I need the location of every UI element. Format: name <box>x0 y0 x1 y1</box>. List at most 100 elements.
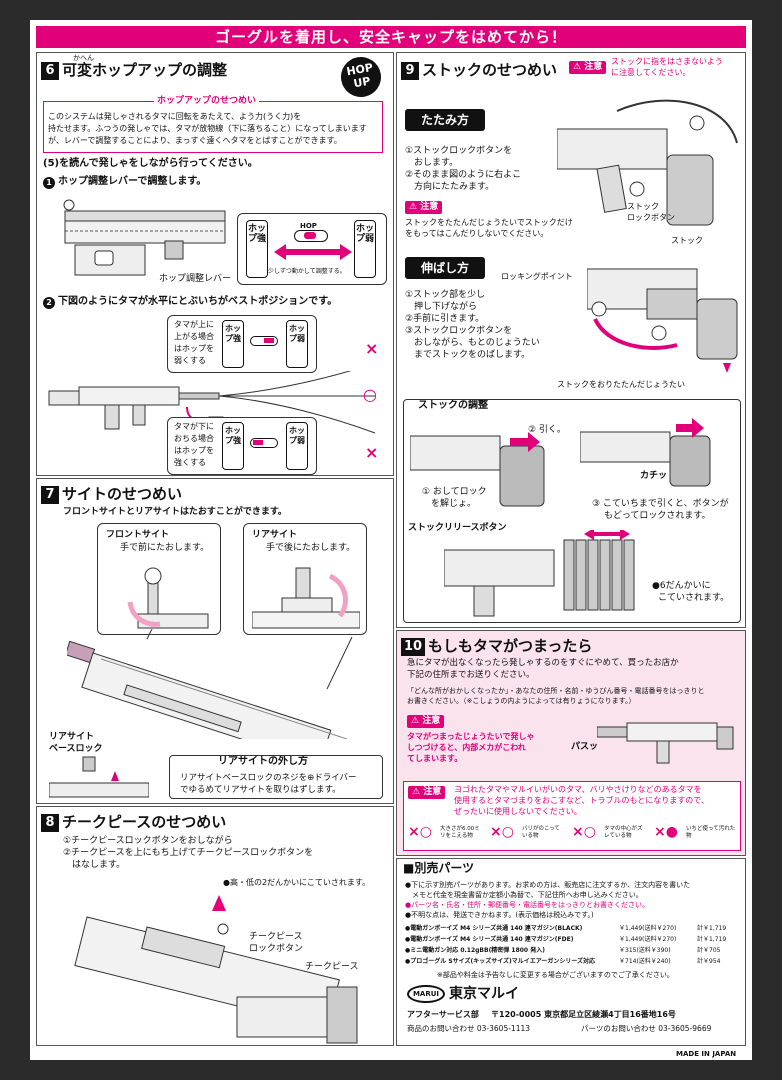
removal-title: リアサイトの外し方 <box>214 756 312 769</box>
section-number: 9 <box>401 61 419 80</box>
made-in-japan: MADE IN JAPAN <box>676 1050 737 1058</box>
section-number: 7 <box>41 485 59 504</box>
down-note-1: タマが下に <box>174 422 214 431</box>
down-lever-icon <box>250 438 278 448</box>
bad-x-4: ×● <box>654 824 678 840</box>
hop-tag: HOP <box>300 222 317 230</box>
up-weak-label: ホップ弱 <box>286 320 308 368</box>
section-title-text: 可変ホップアップの調整 <box>62 61 228 79</box>
rifle-trajectory-illustration <box>48 371 376 434</box>
marui-logo: MARUI <box>407 985 445 1003</box>
part-2-total: 計￥1,719 <box>697 936 727 943</box>
fold-caution-badge: ⚠ 注意 <box>405 201 443 214</box>
six-steps-1: ●6だんかいに <box>652 581 711 591</box>
fold-heading: たたみ方 <box>405 109 485 131</box>
front-sight-instruction: 手で前にたおします。 <box>120 543 210 553</box>
six-position-stock-illustration <box>444 530 635 617</box>
rear-base-label-2: ベースロック <box>49 744 103 754</box>
parts-line-3: ●パーツ名・氏名・住所・郵便番号・電話番号をはっきりとお書きください。 <box>405 901 649 909</box>
section-title-text: ストックのせつめい <box>422 61 558 79</box>
adjust-push-1: ① おしてロック <box>422 487 487 497</box>
extend-line-5: おしながら、もとのじょうたい <box>405 338 540 348</box>
part-4-price: ￥714(送料￥240) <box>619 958 671 965</box>
company-dept: アフターサービス部 <box>407 1010 479 1019</box>
hop-up-explanation-box: ホップアップのせつめい このシステムは発しゃされるタマに回転をあたえて、よう力(… <box>43 95 383 153</box>
part-1-total: 計￥1,719 <box>697 925 727 932</box>
rifle-sights-illustration <box>67 629 353 739</box>
extend-stock-illustration <box>587 268 738 373</box>
adjust-pull: ② 引く。 <box>528 425 566 435</box>
fold-caution-line-2: をもってはこんだりしないでください。 <box>405 229 549 238</box>
cheek-line-3: はなします。 <box>63 860 126 870</box>
adjust-title: ストックの調整 <box>414 400 492 413</box>
company-phone-parts: パーツのお問い合わせ 03-3605-9669 <box>581 1024 712 1033</box>
cheek-piece-illustration <box>74 895 358 1044</box>
extend-bottom-label: ストックをおりたたんだじょうたい <box>557 380 685 389</box>
bb-caution-badge: ⚠ 注意 <box>408 786 446 799</box>
front-sight-illustration <box>127 567 209 629</box>
step-1-text: ホップ調整レバーで調整します。 <box>58 176 207 187</box>
bb-warn-1: ヨゴれたタマやマルイいがいのタマ、バリやさけりなどのあるタマを <box>454 785 702 794</box>
jam-caution-badge: ⚠ 注意 <box>407 715 445 728</box>
release-button-label: ストックリリースボタン <box>408 523 507 533</box>
adjust-lock-2: もどってロックされます。 <box>604 511 711 521</box>
step-2-text: 下図のようにタマが水平にとぶいちがベストポジションです。 <box>58 296 338 307</box>
part-2-name: ●電動ガンボーイズ M4 シリーズ共通 140 連マガジン(FDE) <box>405 936 574 943</box>
up-lever-icon <box>250 336 278 346</box>
rear-sight-callout: リアサイト 手で後にたおします。 <box>243 523 367 635</box>
part-3-name: ●ミニ電動ガン対応 0.12gBB(精密弾 1800 発入) <box>405 947 545 954</box>
cheek-label-btn-1: チークピース <box>249 932 303 942</box>
section-number: 6 <box>41 61 59 80</box>
adjust-step-1-illustration <box>410 432 545 507</box>
double-arrow-icon <box>274 244 352 260</box>
explanation-line-1: このシステムは発しゃされるタマに回転をあたえて、よう力(うく力)を <box>48 112 302 121</box>
fold-stock-illustration <box>557 99 738 226</box>
jam-caution-3: てしまいます。 <box>407 754 463 763</box>
bad-bb-3: タマの中心がズレている物 <box>604 826 643 839</box>
front-sight-title: フロントサイト <box>106 530 170 540</box>
hop-lever-label: ホップ調整レバー <box>159 274 232 284</box>
mark-o-middle: ○ <box>363 385 377 404</box>
down-weak-label: ホップ弱 <box>286 422 308 470</box>
bad-x-1: ×○ <box>408 824 432 840</box>
sights-subtitle: フロントサイトとリアサイトはたおすことができます。 <box>63 507 287 517</box>
down-strong-label: ホップ強 <box>222 422 244 470</box>
parts-line-1: ●下に示す別売パーツがあります。お求めの方は、販売店に注文するか、注文内容を書い… <box>405 881 691 889</box>
section-title-text: もしもタマがつまったら <box>428 637 593 655</box>
up-note-3: はホップを <box>174 344 214 353</box>
bad-x-2: ×○ <box>490 824 514 840</box>
jam-note-1: 「どんな所がおかしくなったか」・あなたの住所・名前・ゆうびん番号・電話番号をはっ… <box>407 687 705 695</box>
jam-caution-1: タマがつまったじょうたいで発しゃ <box>407 732 535 741</box>
parts-line-2: メモと代金を現金書留か定額小為替で、下記住所へお申し込みください。 <box>405 891 643 899</box>
part-3-total: 計￥705 <box>697 947 721 954</box>
cheek-note: ●高・低の2だんかいにこていされます。 <box>223 878 371 887</box>
section-number: 8 <box>41 813 59 832</box>
down-note-4: 強くする <box>174 458 206 467</box>
part-1-name: ●電動ガンボーイズ M4 シリーズ共通 140 連マガジン(BLACK) <box>405 925 583 932</box>
rear-base-lock-illustration <box>49 756 149 798</box>
hop-note: (5)を読んで発しゃをしながら行ってください。 <box>43 158 258 169</box>
hop-down-case-box: タマが下に おちる場合 はホップを 強くする ホップ強 ホップ弱 <box>167 417 317 475</box>
explanation-title: ホップアップのせつめい <box>154 95 260 107</box>
extend-heading: 伸ばし方 <box>405 257 485 279</box>
company-phone-products: 商品のお問い合わせ 03-3605-1113 <box>407 1024 531 1033</box>
bb-warn-2: 使用するとタマづまりをおこすなど、トラブルのもとになりますので、 <box>454 796 709 805</box>
locking-point-label: ロッキングポイント <box>501 272 573 281</box>
hop-up-badge: HOP UP <box>337 53 385 101</box>
stock-adjust-box: ストックの調整 ② 引く。 ① おしてロック を解じょ。 ストックリリースボタン… <box>403 399 741 623</box>
company-name: 東京マルイ <box>449 986 519 1002</box>
bad-bb-2: バリがのこっている物 <box>522 826 560 839</box>
down-note-2: おちる場合 <box>174 434 214 443</box>
section-title-text: チークピースのせつめい <box>62 813 227 831</box>
up-strong-label: ホップ強 <box>222 320 244 368</box>
cheek-label-btn-2: ロックボタン <box>249 944 304 954</box>
hop-strong-label: ホップ強 <box>246 220 268 278</box>
fold-label-stock: ストック <box>671 236 703 245</box>
fold-line-1: ①ストックロックボタンを <box>405 146 513 156</box>
